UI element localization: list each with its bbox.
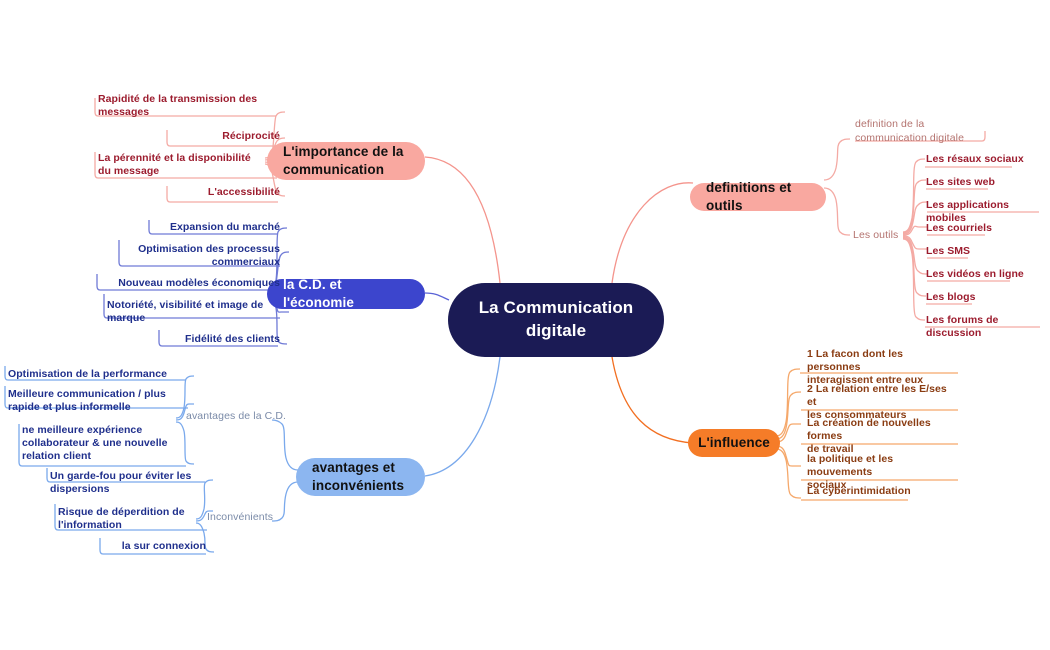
leaf-outils-0[interactable]: Les résaux sociaux bbox=[926, 153, 1024, 165]
leaf-importance-0[interactable]: Rapidité de la transmission des messages bbox=[98, 93, 258, 119]
leaf-economie-3[interactable]: Notoriété, visibilité et image de marque bbox=[107, 299, 264, 325]
branch-node-influence[interactable]: L'influence bbox=[688, 429, 780, 457]
leaf-inconvenients-2[interactable]: la sur connexion bbox=[121, 540, 206, 552]
branch-label-importance: L'importance de la communication bbox=[283, 143, 404, 177]
leaf-importance-3[interactable]: L'accessibilité bbox=[207, 186, 280, 198]
branch-label-definitions: definitions et outils bbox=[706, 179, 792, 213]
central-node[interactable]: La Communication digitale bbox=[448, 283, 664, 357]
leaf-importance-1[interactable]: Réciprocité bbox=[222, 130, 280, 142]
leaf-outils-3[interactable]: Les courriels bbox=[926, 222, 993, 234]
leaf-importance-2[interactable]: La pérennité et la disponibilité du mess… bbox=[98, 152, 251, 178]
leaf-economie-2[interactable]: Nouveau modèles économiques bbox=[118, 277, 280, 289]
leaf-avantages-2[interactable]: ne meilleure expérience collaborateur & … bbox=[22, 424, 168, 463]
branch-label-avantages: avantages et inconvénients bbox=[312, 459, 405, 493]
leaf-outils-7[interactable]: Les forums de discussion bbox=[926, 314, 999, 340]
leaf-influence-3[interactable]: la politique et les mouvements sociaux bbox=[807, 453, 894, 492]
group-label-les-outils[interactable]: Les outils bbox=[853, 229, 899, 241]
branch-node-importance[interactable]: L'importance de la communication bbox=[267, 142, 425, 180]
central-node-label: La Communication digitale bbox=[478, 298, 634, 340]
leaf-influence-4[interactable]: La cyberintimidation bbox=[807, 485, 911, 497]
leaf-outils-6[interactable]: Les blogs bbox=[926, 291, 976, 303]
leaf-inconvenients-1[interactable]: Risque de déperdition de l'information bbox=[58, 506, 185, 532]
leaf-influence-0[interactable]: 1 La facon dont les personnes interagiss… bbox=[807, 348, 924, 387]
branch-node-avantages[interactable]: avantages et inconvénients bbox=[296, 458, 425, 496]
branch-node-definitions[interactable]: definitions et outils bbox=[690, 180, 826, 213]
leaf-influence-2[interactable]: La création de nouvelles formes de trava… bbox=[807, 417, 931, 456]
branch-label-influence: L'influence bbox=[698, 434, 770, 450]
group-label-avantages-cd[interactable]: avantages de la C.D. bbox=[186, 410, 287, 422]
leaf-economie-4[interactable]: Fidélité des clients bbox=[185, 333, 280, 345]
leaf-outils-2[interactable]: Les applications mobiles bbox=[926, 199, 1010, 225]
leaf-outils-4[interactable]: Les SMS bbox=[926, 245, 971, 257]
group-label-inconvenients[interactable]: Inconvénients bbox=[207, 511, 274, 523]
leaf-outils-5[interactable]: Les vidéos en ligne bbox=[926, 268, 1024, 280]
leaf-economie-1[interactable]: Optimisation des processus commerciaux bbox=[138, 243, 280, 269]
branch-node-economie[interactable]: la C.D. et l'économie bbox=[267, 276, 425, 310]
leaf-avantages-0[interactable]: Optimisation de la performance bbox=[8, 368, 168, 380]
leaf-outils-1[interactable]: Les sites web bbox=[926, 176, 995, 188]
leaf-avantages-1[interactable]: Meilleure communication / plus rapide et… bbox=[8, 388, 166, 414]
leaf-inconvenients-0[interactable]: Un garde-fou pour éviter les dispersions bbox=[50, 470, 192, 496]
group-label-definition[interactable]: definition de la communication digitale bbox=[855, 118, 965, 144]
leaf-influence-1[interactable]: 2 La relation entre les E/ses et les con… bbox=[807, 383, 947, 422]
branch-label-economie: la C.D. et l'économie bbox=[283, 276, 354, 310]
leaf-economie-0[interactable]: Expansion du marché bbox=[169, 221, 280, 233]
